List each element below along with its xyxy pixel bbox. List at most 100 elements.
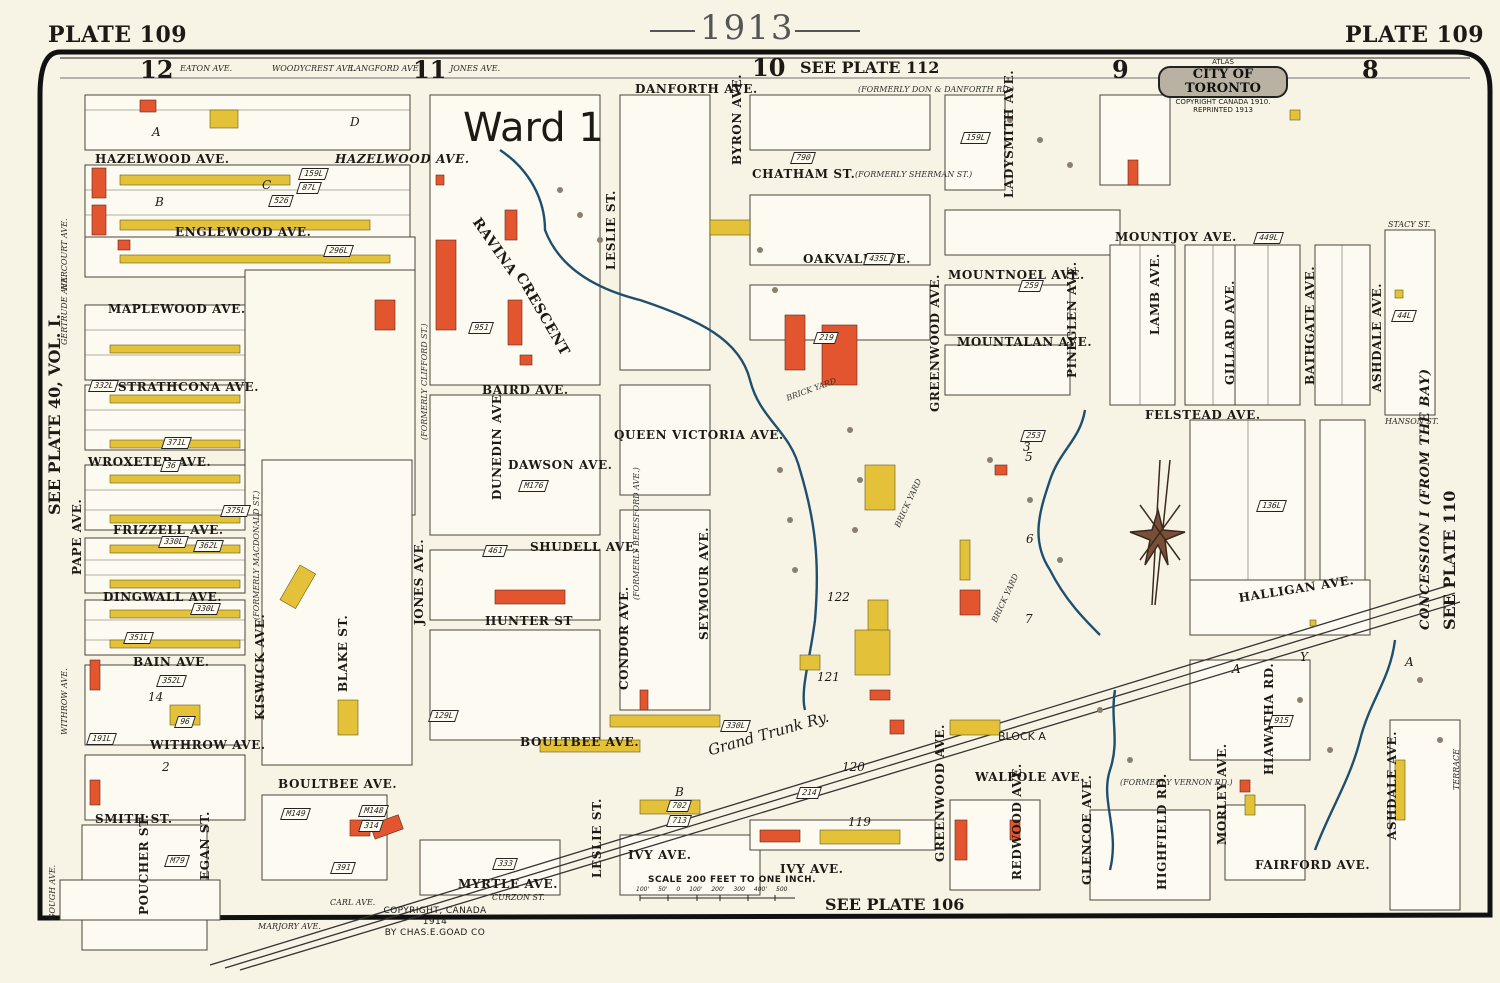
parcel-label: 6: [1026, 532, 1034, 546]
plate-number-right: PLATE 109: [1345, 22, 1485, 48]
street-englewood: ENGLEWOOD AVE.: [175, 225, 312, 239]
street-smith: SMITH ST.: [95, 812, 173, 826]
parcel-label: 121: [817, 670, 840, 684]
ref-tag: 332L: [88, 380, 120, 392]
city-blocks: [59, 94, 1461, 951]
street-dawson: DAWSON AVE.: [508, 458, 613, 472]
copyright-line-1: COPYRIGHT, CANADA 1914: [383, 906, 487, 927]
note-formerly-clifford: (FORMERLY CLIFFORD ST.): [420, 323, 429, 440]
ref-tag: 461: [482, 545, 509, 557]
ref-tag: 136L: [1256, 500, 1288, 512]
ward-label: Ward 1: [463, 105, 604, 151]
street-frizzell: FRIZZELL AVE.: [113, 523, 224, 537]
street-mountnoel: MOUNTNOEL AVE.: [948, 268, 1085, 282]
ref-tag: 330L: [158, 536, 190, 548]
street-bain: BAIN AVE.: [133, 655, 210, 669]
sheet-number-9: 9: [1112, 55, 1129, 84]
street-ivy-west: IVY AVE.: [628, 848, 692, 862]
street-morley: MORLEY AVE.: [1215, 743, 1229, 845]
parcel-label: 3: [1023, 440, 1031, 454]
street-leslie-south: LESLIE ST.: [590, 798, 604, 878]
street-chatham: CHATHAM ST.: [752, 167, 856, 181]
copyright-line-2: BY CHAS.E.GOAD CO: [384, 928, 486, 938]
street-hazelwood-west: HAZELWOOD AVE.: [95, 152, 230, 166]
scale-tick: 300: [733, 886, 745, 893]
ref-tag: 449L: [1253, 232, 1285, 244]
ref-tag: M148: [358, 805, 390, 817]
street-hunter: HUNTER ST: [485, 614, 573, 628]
atlas-top-label: ATLAS: [1212, 58, 1234, 66]
street-woodycrest: WOODYCREST AVE.: [272, 64, 356, 73]
street-ivy-east: IVY AVE.: [780, 862, 844, 876]
street-walpole: WALPOLE AVE.: [975, 770, 1085, 784]
scale-tick: 400': [753, 886, 768, 893]
parcel-label: 2: [162, 760, 170, 774]
atlas-title: CITY OF TORONTO: [1158, 66, 1288, 98]
ref-tag: 129L: [428, 710, 460, 722]
see-plate-112-link[interactable]: SEE PLATE 112: [800, 58, 940, 77]
parcel-label: 120: [842, 760, 865, 774]
atlas-badge: ATLAS CITY OF TORONTO COPYRIGHT CANADA 1…: [1158, 58, 1288, 114]
street-kiswick: KISWICK AVE.: [253, 613, 267, 720]
street-poucher: POUCHER ST.: [137, 814, 151, 915]
street-felstead: FELSTEAD AVE.: [1145, 408, 1261, 422]
sheet-number-8: 8: [1362, 55, 1379, 84]
ref-tag: M176: [518, 480, 550, 492]
street-langford: LANGFORD AVE.: [350, 64, 422, 73]
street-baird: BAIRD AVE.: [482, 383, 569, 397]
ref-tag: 314: [358, 820, 385, 832]
parcel-label: A: [152, 125, 161, 139]
ref-tag: 435L: [863, 253, 895, 265]
street-oakvale: OAKVALE AVE.: [803, 252, 911, 266]
year-rule-left: [650, 30, 695, 32]
scale-bar-graphic: [639, 895, 795, 901]
street-blake: BLAKE ST.: [336, 614, 350, 692]
street-stacy: STACY ST.: [1388, 220, 1431, 229]
street-withrow-west: WITHROW AVE.: [60, 668, 69, 735]
creek: [499, 149, 1397, 871]
ref-tag: 951: [468, 322, 495, 334]
street-leslie-north: LESLIE ST.: [604, 190, 618, 270]
street-marjory: MARJORY AVE.: [258, 922, 321, 931]
street-lamb: LAMB AVE.: [1148, 253, 1162, 335]
atlas-copyright: COPYRIGHT CANADA 1910.: [1175, 98, 1271, 106]
ref-tag: 362L: [193, 540, 225, 552]
scale-tick: 50': [658, 886, 668, 893]
scale-tick: 100': [689, 886, 703, 893]
grand-trunk-railway: [209, 584, 1461, 971]
street-mountjoy: MOUNTJOY AVE.: [1115, 230, 1237, 244]
street-bathgate: BATHGATE AVE.: [1303, 265, 1317, 385]
ref-tag: 44L: [1391, 310, 1418, 322]
parcel-label: Y: [1300, 650, 1308, 664]
street-ashdale-north: ASHDALE AVE.: [1370, 282, 1384, 392]
street-jones: JONES AVE.: [412, 538, 426, 625]
street-mountalan: MOUNTALAN AVE.: [957, 335, 1093, 349]
ref-tag: 790: [790, 152, 817, 164]
ref-tag: 330L: [190, 603, 222, 615]
ref-tag: 713: [666, 815, 693, 827]
street-hanson: HANSON ST.: [1385, 417, 1439, 426]
sheet-number-10: 10: [752, 53, 786, 82]
street-shudell: SHUDELL AVE.: [530, 540, 640, 554]
ref-tag: 159L: [298, 168, 330, 180]
see-plate-106-link[interactable]: SEE PLATE 106: [825, 895, 965, 914]
parcel-label: 14: [148, 690, 164, 704]
ref-tag: 219: [813, 332, 840, 344]
parcel-label: A: [1405, 655, 1414, 669]
scale-tick: 100': [636, 886, 650, 893]
year-label: 1913: [700, 8, 795, 48]
ref-tag: 391: [330, 862, 357, 874]
ravine-trees: [557, 117, 1443, 763]
year-rule-right: [795, 30, 860, 32]
street-greenwood-south: GREENWOOD AVE.: [933, 724, 947, 862]
ref-tag: 371L: [161, 437, 193, 449]
street-greenwood-north: GREENWOOD AVE.: [928, 274, 942, 412]
street-egan: EGAN ST.: [198, 811, 212, 880]
see-plate-110-link[interactable]: SEE PLATE 110: [1440, 490, 1459, 630]
street-gillard: GILLARD AVE.: [1223, 280, 1237, 385]
scale-tick: 200': [711, 886, 725, 893]
note-formerly-vernon: (FORMERLY VERNON RD.): [1120, 778, 1233, 787]
street-dunedin: DUNEDIN AVE.: [490, 389, 504, 500]
plate-number-left: PLATE 109: [48, 22, 188, 48]
